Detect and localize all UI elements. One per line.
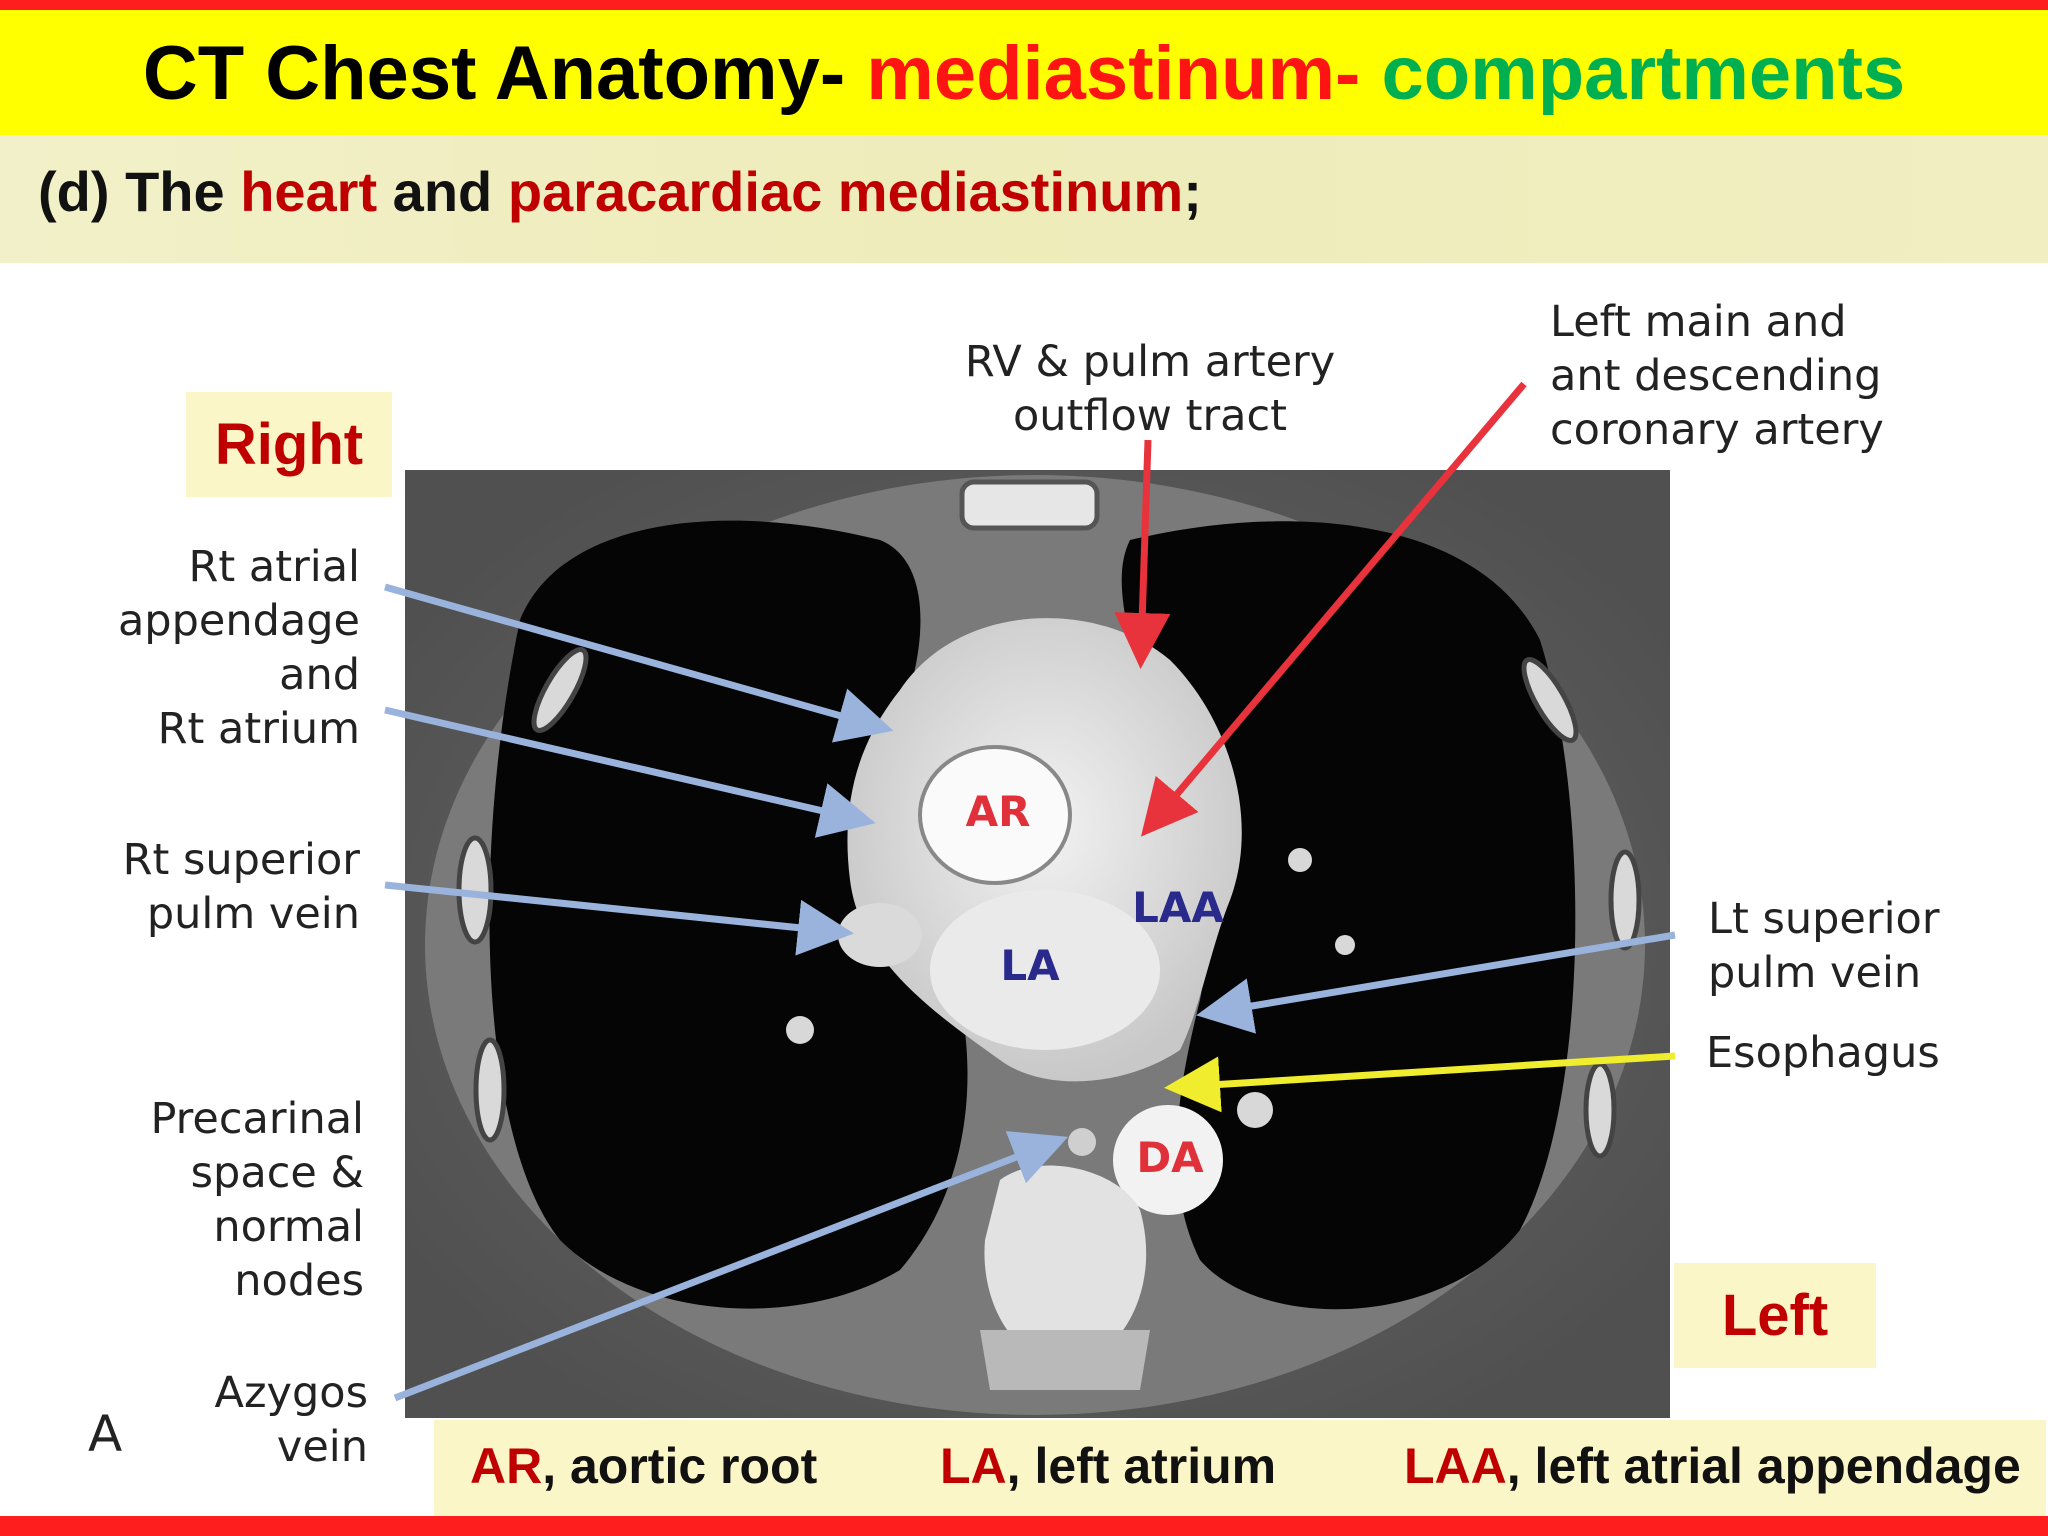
legend-item-la: LA, left atrium: [940, 1434, 1276, 1498]
legend-text-laa: , left atrial appendage: [1506, 1438, 2021, 1494]
subtitle-paracardiac: paracardiac mediastinum: [507, 160, 1184, 223]
ct-label-la: LA: [1000, 941, 1060, 990]
label-rv-outflow: RV & pulm artery outflow tract: [930, 335, 1370, 443]
label-rta-line3: and: [279, 650, 360, 700]
title-band: [0, 10, 2048, 135]
top-red-bar: [0, 0, 2048, 10]
vessel: [786, 1016, 814, 1044]
legend-text-ar: , aortic root: [542, 1438, 818, 1494]
rib: [1521, 657, 1579, 743]
vessel: [1237, 1092, 1273, 1128]
label-azygos: Azygos vein: [100, 1366, 368, 1474]
label-rt-sup-vein: Rt superior pulm vein: [40, 833, 360, 941]
arrow-azygos: [393, 1131, 1069, 1402]
label-left-main: Left main and ant descending coronary ar…: [1550, 295, 2030, 457]
rib: [1608, 849, 1642, 951]
subtitle-and: and: [377, 160, 508, 223]
legend-item-ar: AR, aortic root: [470, 1434, 817, 1498]
legend-abbr-ar: AR: [470, 1438, 543, 1494]
ct-label-da: DA: [1136, 1133, 1204, 1182]
panel-letter: A: [88, 1405, 123, 1463]
descending-aorta: [1113, 1105, 1223, 1215]
legend-text-la: , left atrium: [1006, 1438, 1277, 1494]
vessel: [1288, 848, 1312, 872]
label-lm-line1: Left main and: [1550, 297, 1847, 347]
abbreviation-legend: AR, aortic root LA, left atrium LAA, lef…: [434, 1420, 2046, 1516]
label-rv-line2: outflow tract: [1012, 391, 1288, 441]
label-lsv-line1: Lt superior: [1708, 894, 1940, 944]
arrow-rv-outflow: [1114, 439, 1171, 669]
rt-pulm-vein: [838, 903, 922, 967]
arrow-esophagus: [1164, 1052, 1676, 1113]
label-rta-line1: Rt atrial: [188, 542, 360, 592]
label-pre-line2: space &: [190, 1148, 364, 1198]
left-lung: [1121, 521, 1576, 1310]
label-lsv-line2: pulm vein: [1708, 948, 1922, 998]
label-rv-line1: RV & pulm artery: [964, 337, 1336, 387]
rib: [1583, 1061, 1617, 1159]
left-side-label: Left: [1674, 1263, 1876, 1368]
label-rta-line2: appendage: [117, 596, 360, 646]
legend-abbr-laa: LAA: [1404, 1438, 1507, 1494]
label-az-line2: vein: [276, 1422, 368, 1472]
left-atrium: [930, 890, 1160, 1050]
title-part2: mediastinum-: [866, 31, 1382, 116]
right-side-label: Right: [186, 392, 392, 497]
subtitle-band: [0, 135, 2048, 263]
arrow-left-main: [1140, 381, 1527, 837]
label-precarinal: Precarinal space & normal nodes: [40, 1092, 364, 1308]
label-lt-sup-vein: Lt superior pulm vein: [1708, 892, 2038, 1000]
subtitle-suffix: ;: [1183, 160, 1202, 223]
vertebra: [984, 1165, 1147, 1370]
title-part1: CT Chest Anatomy-: [142, 31, 867, 116]
label-rsv-line1: Rt superior: [122, 835, 360, 885]
rib: [531, 647, 589, 733]
ct-label-laa: LAA: [1132, 883, 1224, 932]
subtitle-heart: heart: [240, 160, 378, 223]
azygos: [1068, 1128, 1096, 1156]
spinous-process: [980, 1330, 1150, 1390]
bottom-red-bar: [0, 1516, 2048, 1536]
label-lm-line3: coronary artery: [1550, 405, 1884, 455]
label-rt-atrial: Rt atrial appendage and Rt atrium: [40, 540, 360, 756]
ct-label-ar: AR: [966, 787, 1031, 836]
rib: [473, 1037, 507, 1143]
label-esophagus: Esophagus: [1706, 1028, 1940, 1078]
label-pre-line3: normal: [213, 1202, 364, 1252]
slide-subtitle: (d) The heart and paracardiac mediastinu…: [38, 152, 1202, 232]
label-rsv-line2: pulm vein: [146, 889, 360, 939]
label-az-line1: Azygos: [214, 1368, 368, 1418]
subtitle-prefix: (d) The: [38, 160, 241, 223]
vessel: [1335, 935, 1355, 955]
label-pre-line1: Precarinal: [150, 1094, 364, 1144]
arrow-rt-atrial-1: [384, 583, 894, 743]
arrow-rt-sup-vein: [384, 881, 854, 956]
arrow-rt-atrial-2: [384, 706, 876, 838]
label-pre-line4: nodes: [234, 1256, 364, 1306]
label-rta-line4: Rt atrium: [157, 704, 360, 754]
legend-item-laa: LAA, left atrial appendage: [1404, 1434, 2021, 1498]
arrow-lt-sup-vein: [1196, 931, 1676, 1034]
aortic-root: [918, 745, 1072, 885]
legend-abbr-la: LA: [940, 1438, 1007, 1494]
title-part3: compartments: [1381, 31, 1906, 116]
slide-title: CT Chest Anatomy- mediastinum- compartme…: [0, 24, 2048, 124]
label-lm-line2: ant descending: [1550, 351, 1882, 401]
sternum: [959, 479, 1100, 531]
